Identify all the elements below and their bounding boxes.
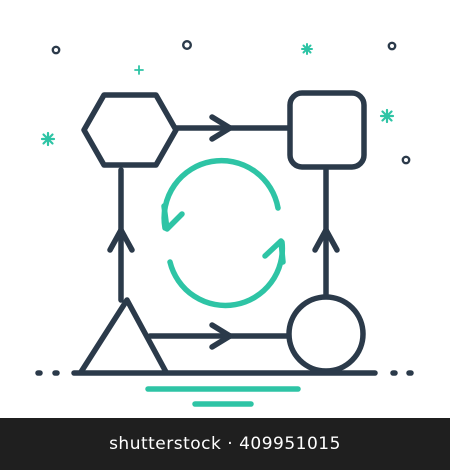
triangle-node-icon: [78, 297, 169, 375]
sparkle-icon: [40, 131, 56, 147]
arrowhead-right-icon: [209, 322, 233, 350]
watermark-bar: [0, 418, 450, 470]
cycle-arrows-icon: [161, 157, 286, 309]
sparkle-icon: [134, 65, 144, 75]
decor-dot-icon: [181, 40, 192, 51]
decor-dot-icon: [51, 45, 61, 55]
hexagon-node-icon: [81, 92, 179, 168]
arrowhead-up-icon: [107, 227, 135, 253]
decor-dot-icon: [387, 41, 397, 51]
arrowhead-right-icon: [209, 114, 233, 142]
decor-dot-icon: [401, 155, 411, 165]
square-node-icon: [287, 90, 367, 170]
sparkle-icon: [379, 108, 395, 124]
sparkle-icon: [301, 43, 313, 55]
circle-node-icon: [286, 294, 366, 374]
arrowhead-up-icon: [312, 227, 340, 253]
watermark-text: shutterstock · 409951015: [109, 434, 341, 454]
